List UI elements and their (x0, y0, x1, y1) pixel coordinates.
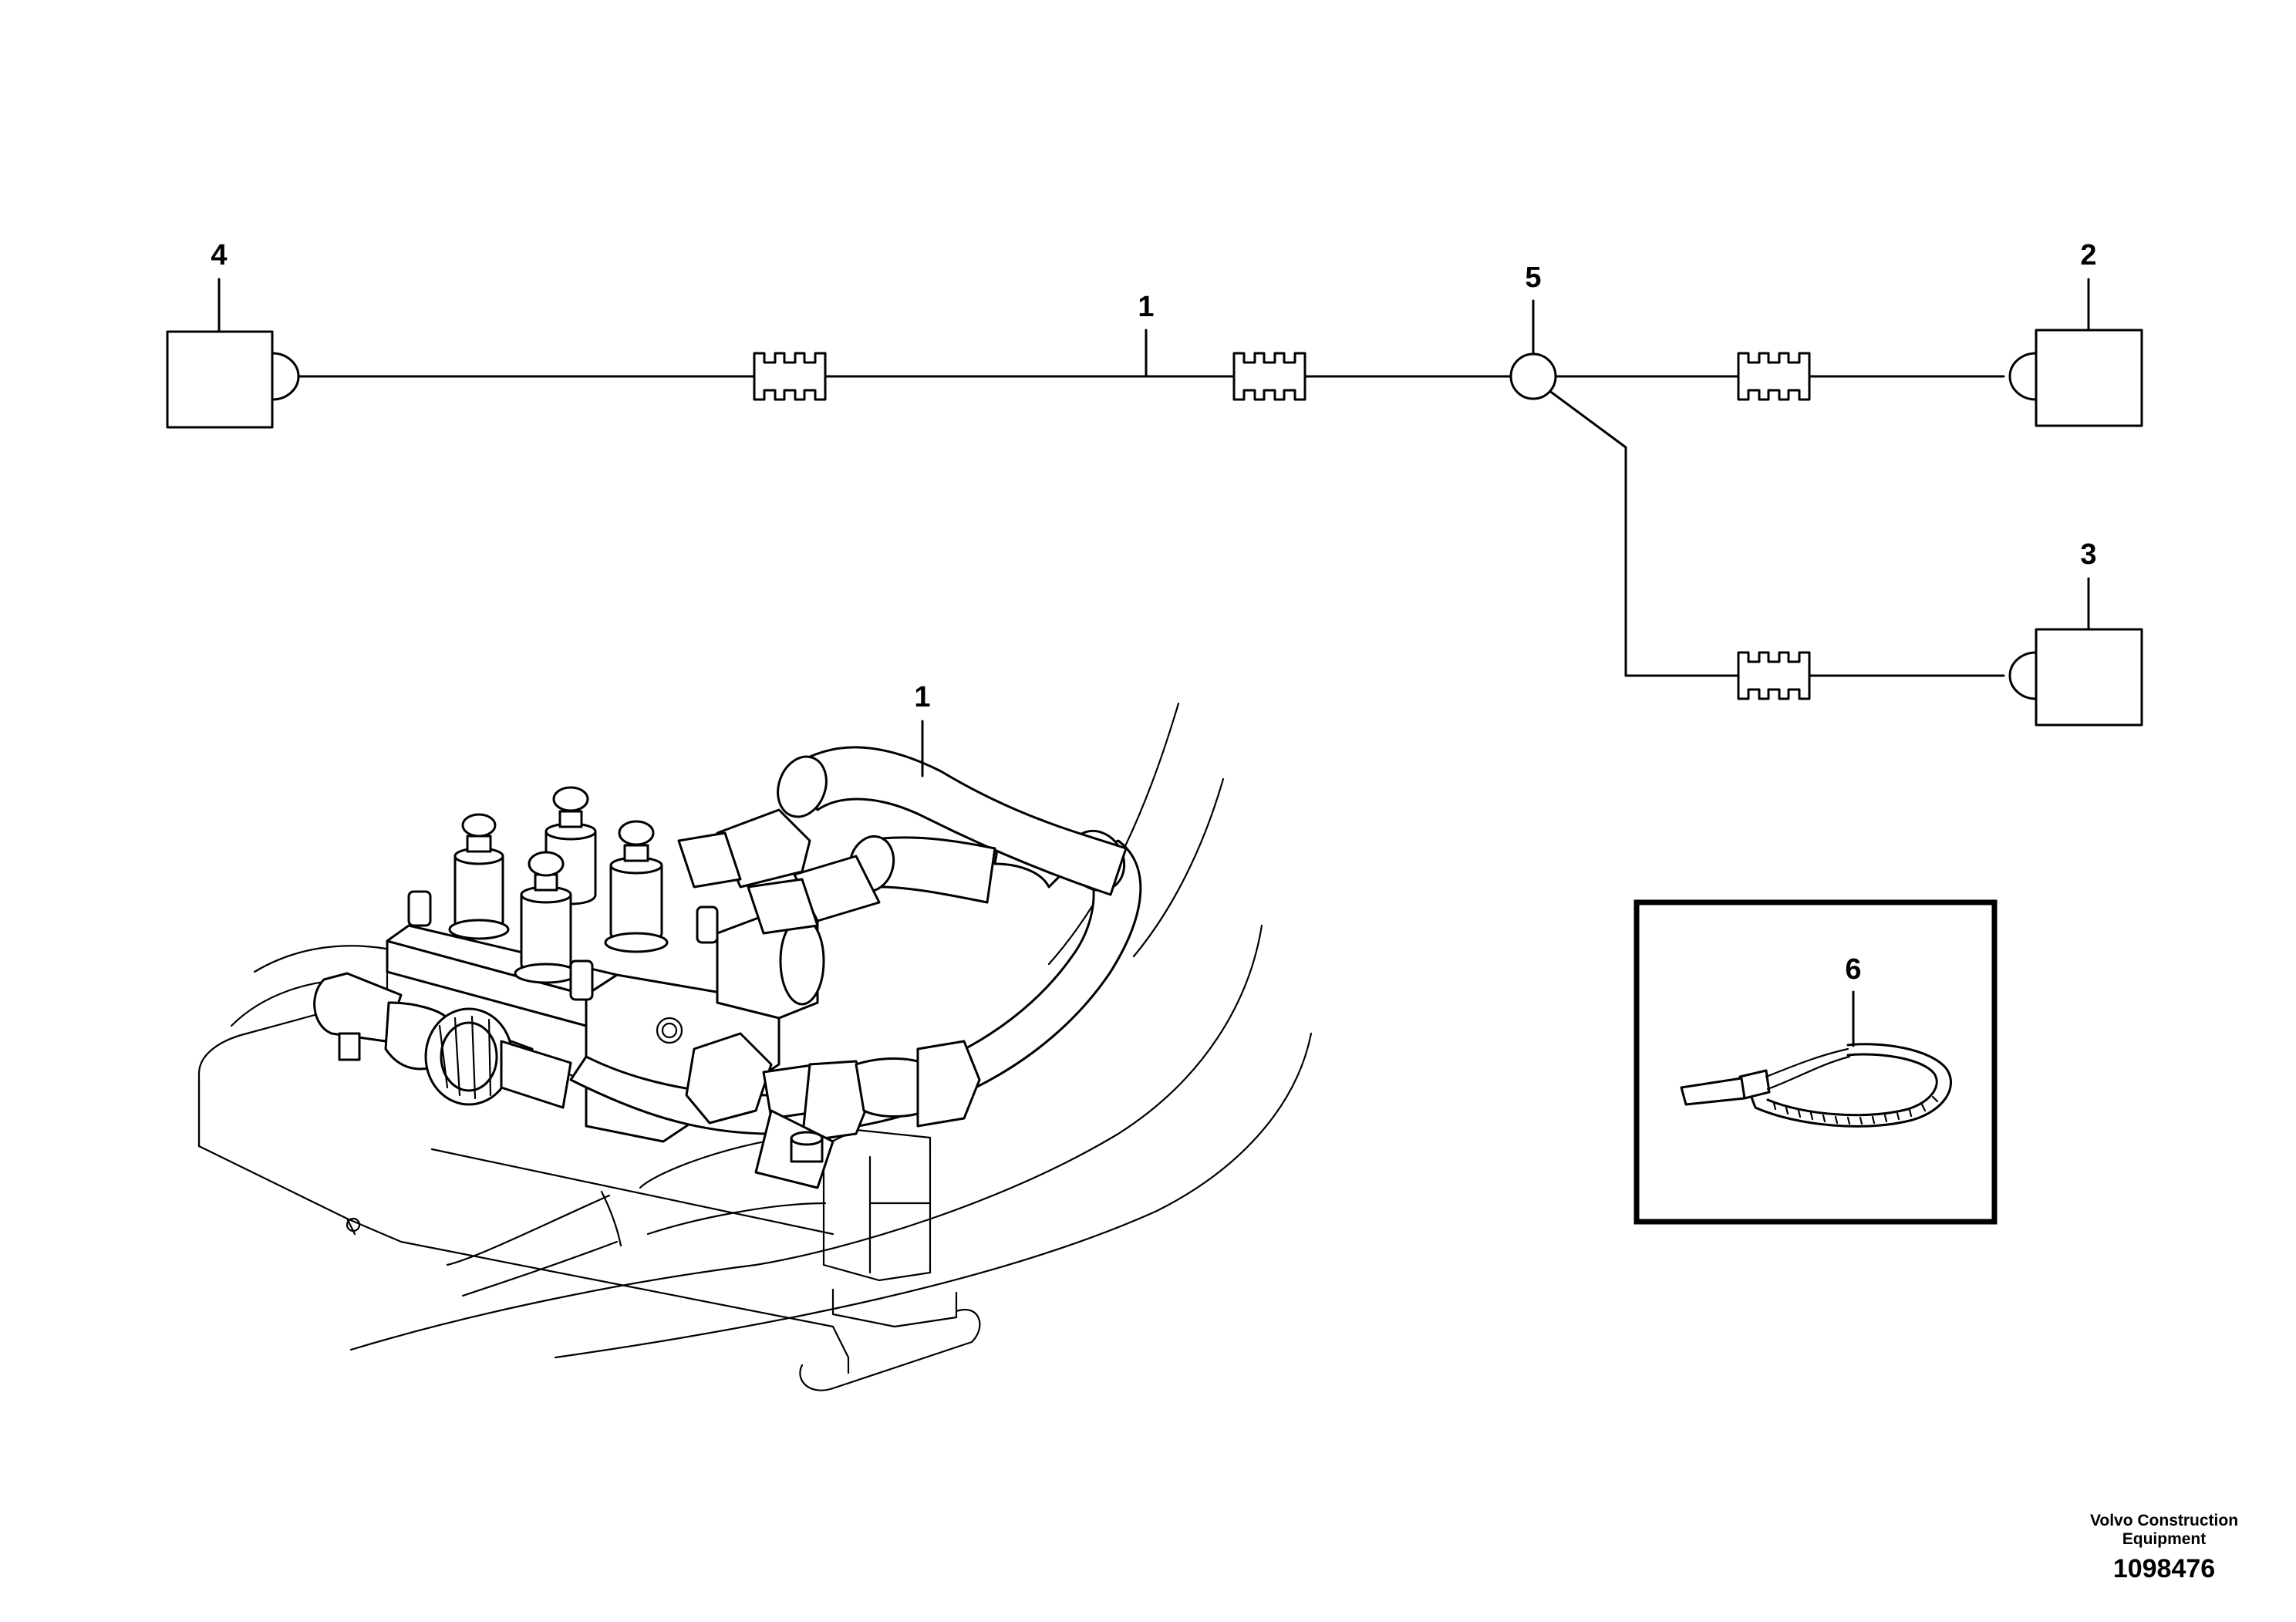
cable-tie[interactable] (1680, 1043, 1952, 1128)
hose-clamp-d (1737, 651, 1811, 700)
harness-hose: 1 (569, 681, 1142, 1135)
company-name-line2: Equipment (2122, 1530, 2207, 1548)
callout-1-illustration: 1 (914, 681, 930, 713)
connector-2[interactable]: 2 (2008, 239, 2143, 427)
company-name-line1: Volvo Construction (2090, 1512, 2238, 1529)
solenoid-valves (407, 786, 719, 1001)
callout-2: 2 (2080, 239, 2096, 271)
callout-1-schematic: 1 (1138, 291, 1154, 323)
installation-illustration: 1 (197, 681, 1313, 1391)
tee-junction-5[interactable]: 5 (1509, 261, 1557, 400)
connector-4[interactable]: 4 (166, 239, 300, 429)
inset-frame (1633, 899, 1998, 1225)
hydraulic-fittings (685, 1032, 981, 1189)
drawing-number: 1098476 (2113, 1554, 2215, 1583)
electrical-plug (313, 972, 572, 1109)
callout-3: 3 (2080, 538, 2096, 571)
branch-hose-bottom (1547, 389, 2005, 677)
cable-tie-inset: 6 (1633, 899, 1998, 1225)
hose-clamp-a (753, 352, 827, 401)
callout-5: 5 (1525, 261, 1541, 294)
hose-clamp-b (1232, 352, 1306, 401)
connector-3[interactable]: 3 (2008, 538, 2143, 727)
drawing-credit: Volvo Construction Equipment 1098476 (2090, 1512, 2238, 1583)
hose-schematic: 4 1 5 (166, 239, 2143, 727)
callout-6: 6 (1845, 953, 1861, 986)
callout-4: 4 (211, 239, 227, 271)
hose-clamp-c (1737, 352, 1811, 401)
